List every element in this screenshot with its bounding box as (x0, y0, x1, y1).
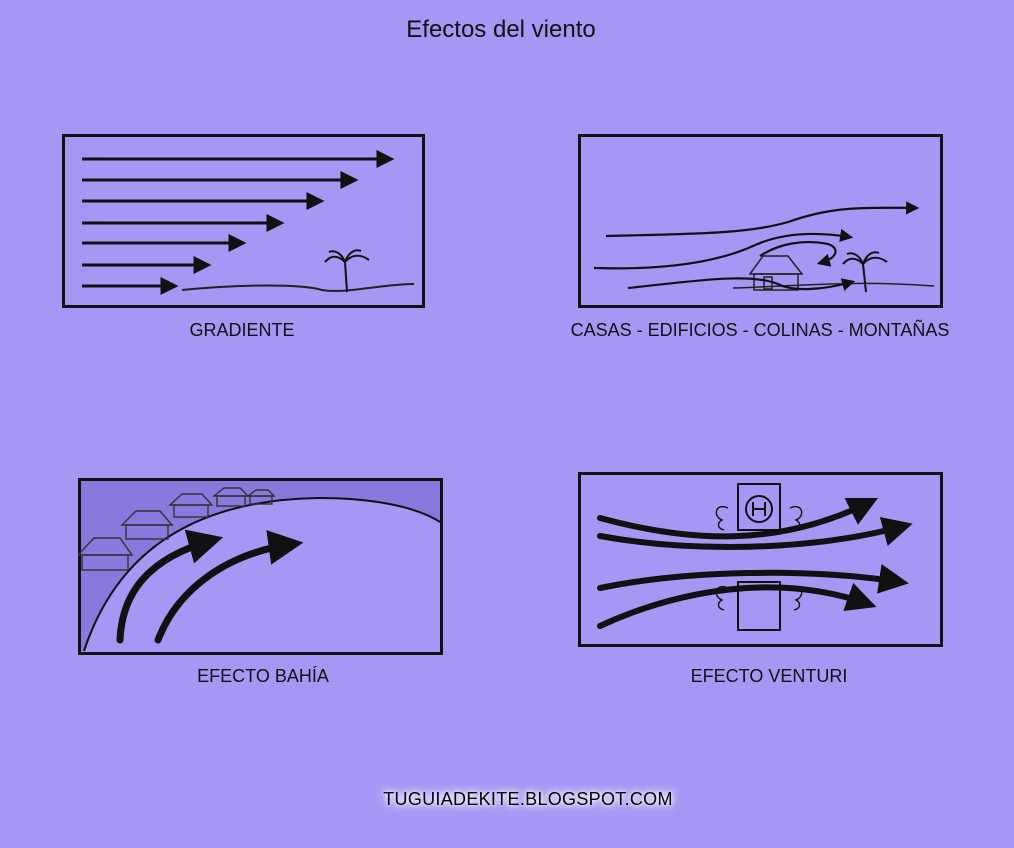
ground-line (181, 283, 415, 292)
wind-arrow (597, 497, 879, 540)
wind-arrow (154, 530, 304, 644)
wind-arrow (605, 201, 920, 238)
wind-arrow (116, 529, 224, 644)
house-icon (748, 255, 804, 291)
wind-arrow (597, 564, 909, 594)
building-icon (737, 581, 781, 631)
houses-icon (78, 487, 276, 571)
bay-panel (78, 478, 444, 656)
venturi-panel (578, 472, 944, 648)
wind-arrow (627, 277, 856, 291)
gradient-arrows (82, 150, 395, 295)
caption-obstaculos: CASAS - EDIFICIOS - COLINAS - MONTAÑAS (570, 320, 950, 340)
coastline (83, 496, 441, 652)
obstacle-wind-flow (593, 201, 920, 291)
gradient-panel (62, 134, 426, 309)
palm-tree-icon (324, 249, 370, 293)
wind-arrow (593, 228, 854, 270)
wind-arrow (597, 582, 877, 629)
eddy-arrow (759, 241, 837, 267)
obstacles-panel (578, 134, 944, 309)
caption-gradiente: GRADIENTE (189, 320, 295, 340)
caption-bahia: EFECTO BAHÍA (197, 666, 329, 686)
footer-url: TUGUIADEKITE.BLOGSPOT.COM (383, 789, 673, 809)
helipad-building-icon (737, 483, 781, 531)
ground-line (732, 282, 935, 289)
palm-tree-icon (842, 251, 888, 293)
wind-arrow (597, 517, 913, 550)
page-title: Efectos del viento (406, 16, 596, 43)
caption-venturi: EFECTO VENTURI (690, 666, 848, 686)
